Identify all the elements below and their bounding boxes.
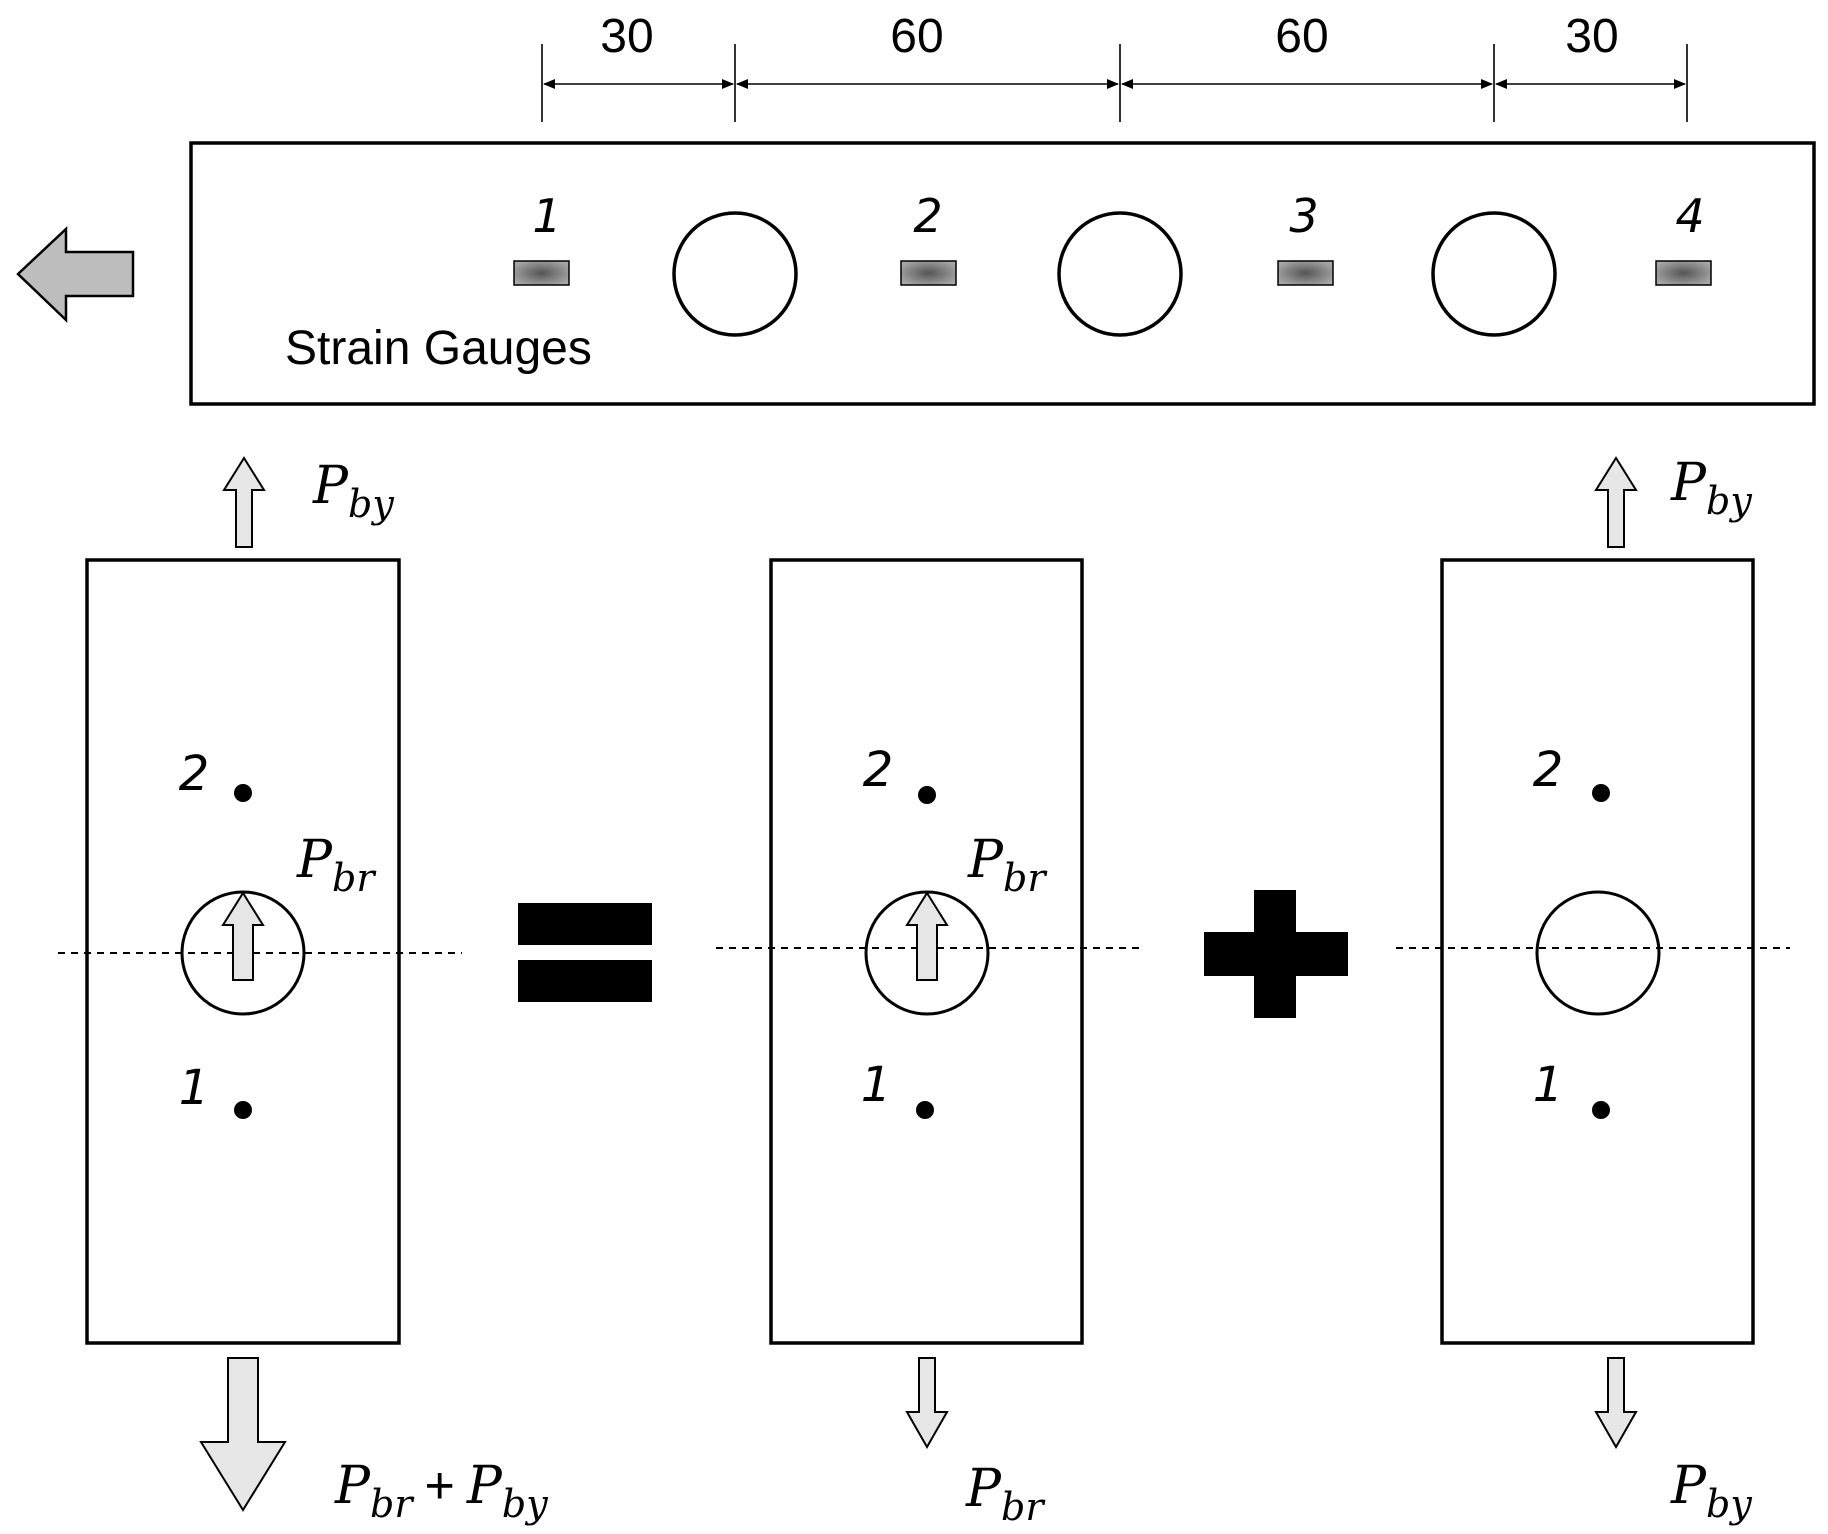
bypass-load-label: Pby [1670, 453, 1752, 523]
plus-sign [1204, 890, 1348, 1018]
point-1-dot [1592, 1101, 1610, 1119]
strain-gauge-icon [1277, 260, 1334, 286]
strain-gauge-icon [513, 260, 570, 286]
bypass-load-bottom-label: Pby [1670, 1456, 1752, 1526]
strain-gauge-icon [900, 260, 957, 286]
bearing-load-label: Pbr [296, 830, 377, 900]
gauge-number-3: 3 [1289, 189, 1318, 243]
point-2-dot [234, 784, 252, 802]
bypass-load-arrow-icon [222, 456, 266, 548]
point-label-1: 1 [179, 1060, 210, 1116]
point-1-dot [916, 1101, 934, 1119]
point-label-2: 2 [1533, 742, 1564, 798]
panel-combined: 2 1 Pbr Pby Pbr+Pby [58, 456, 548, 1526]
dimension-label-1: 30 [600, 10, 653, 63]
specimen-outline [1440, 558, 1755, 1345]
gauge-number-2: 2 [913, 189, 942, 243]
bearing-load-bottom-label: Pbr [965, 1459, 1046, 1529]
total-load-arrow-icon [199, 1357, 287, 1512]
dimension-label-3: 60 [1275, 10, 1328, 63]
gauge-number-4: 4 [1675, 189, 1704, 243]
equals-sign [518, 903, 652, 1002]
equals-bar-top [518, 903, 652, 945]
gauge-number-1: 1 [532, 189, 561, 243]
bypass-load-arrow-icon [1594, 1357, 1638, 1450]
point-1-dot [234, 1101, 252, 1119]
load-direction-arrow-icon [16, 226, 135, 323]
fastener-hole [1431, 211, 1557, 337]
fastener-hole [1057, 211, 1183, 337]
bearing-arrow-icon [905, 891, 949, 981]
strain-gauge-icon [1655, 260, 1712, 286]
dimension-label-2: 60 [890, 10, 943, 63]
point-label-2: 2 [179, 746, 210, 802]
bearing-arrow-icon [221, 891, 265, 981]
plus-bar-horizontal [1204, 932, 1348, 976]
strain-gauges-label: Strain Gauges [285, 322, 592, 375]
bypass-load-arrow-icon [1594, 456, 1638, 548]
point-label-2: 2 [863, 742, 894, 798]
panel-bearing: 2 1 Pbr Pbr [716, 558, 1140, 1529]
point-label-1: 1 [861, 1057, 892, 1113]
panel-bypass: 2 1 Pby Pby [1396, 453, 1790, 1526]
total-load-label: Pbr+Pby [334, 1456, 548, 1526]
dimension-group: 30 60 60 30 [541, 10, 1688, 122]
fastener-hole [672, 211, 798, 337]
bearing-load-arrow-icon [905, 1357, 949, 1450]
point-label-1: 1 [1533, 1057, 1564, 1113]
plate-outline [189, 141, 1816, 406]
bypass-load-label: Pby [312, 456, 394, 526]
fastener-hole [1535, 890, 1661, 1016]
point-2-dot [1592, 784, 1610, 802]
point-2-dot [918, 786, 936, 804]
dimension-label-4: 30 [1565, 10, 1618, 63]
equals-bar-bottom [518, 960, 652, 1002]
specimen-plate: 1 2 3 4 Strain Gauges [189, 141, 1816, 406]
bearing-load-label: Pbr [967, 830, 1048, 900]
